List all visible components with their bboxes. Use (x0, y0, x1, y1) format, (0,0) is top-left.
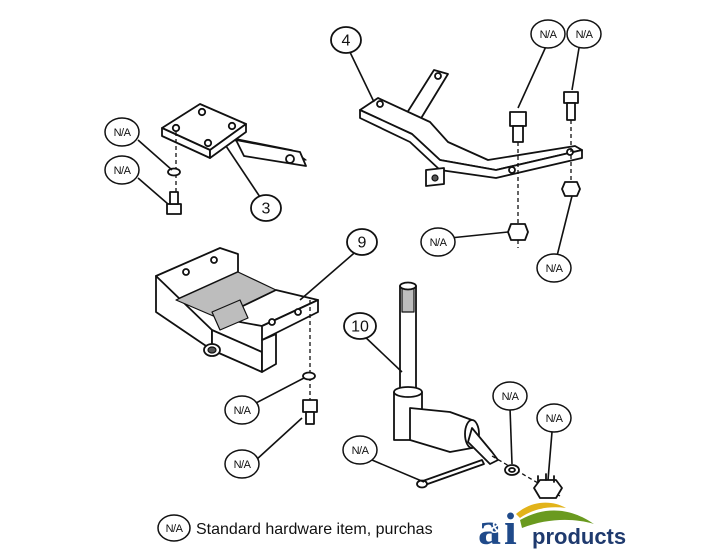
callout-4-label: 4 (342, 33, 351, 50)
na-label: N/A (540, 29, 558, 41)
na-tag-part3-bolt: N/A (104, 155, 140, 185)
na-label: N/A (114, 165, 132, 177)
logo-letter-i: i (504, 503, 517, 550)
na-label: N/A (546, 413, 564, 425)
na-label: N/A (430, 237, 448, 249)
callout-4: 4 (330, 26, 362, 54)
logo-letter-a: a (478, 503, 501, 550)
na-tag-part9-washer: N/A (224, 395, 260, 425)
callout-3: 3 (250, 194, 282, 222)
leader-lines (137, 41, 581, 483)
na-tag-part4-nut-right: N/A (536, 253, 572, 283)
na-tag-part9-bolt: N/A (224, 449, 260, 479)
callout-9: 9 (346, 228, 378, 256)
part-4-frame (359, 69, 583, 248)
callout-3-label: 3 (262, 201, 271, 218)
part-3-bracket (161, 103, 307, 215)
na-tag-part4-bolt-right: N/A (566, 19, 602, 49)
callout-10: 10 (343, 312, 377, 340)
logo-ampersand: & (490, 520, 502, 537)
callout-10-label: 10 (351, 319, 369, 336)
na-label: N/A (114, 127, 132, 139)
na-tag-washer: N/A (492, 381, 528, 411)
callout-9-label: 9 (358, 235, 367, 252)
ai-products-logo: a & i products (472, 500, 710, 550)
legend-symbol-label: N/A (166, 523, 184, 535)
na-label: N/A (546, 263, 564, 275)
na-label: N/A (234, 459, 252, 471)
na-tag-part3-washer: N/A (104, 117, 140, 147)
na-label: N/A (352, 445, 370, 457)
legend: N/A Standard hardware item, purchas (157, 514, 433, 542)
na-tag-part4-nut-left: N/A (420, 227, 456, 257)
part-9-bracket (155, 247, 319, 425)
na-label: N/A (234, 405, 252, 417)
legend-text: Standard hardware item, purchas (196, 521, 433, 538)
logo-products-word: products (532, 524, 626, 549)
part-10-spindle (393, 281, 563, 499)
na-tag-part4-bolt-left: N/A (530, 19, 566, 49)
na-label: N/A (502, 391, 520, 403)
na-tag-cotter-pin: N/A (342, 435, 378, 465)
na-tag-castle-nut: N/A (536, 403, 572, 433)
na-label: N/A (576, 29, 594, 41)
legend-na-symbol (157, 514, 191, 542)
